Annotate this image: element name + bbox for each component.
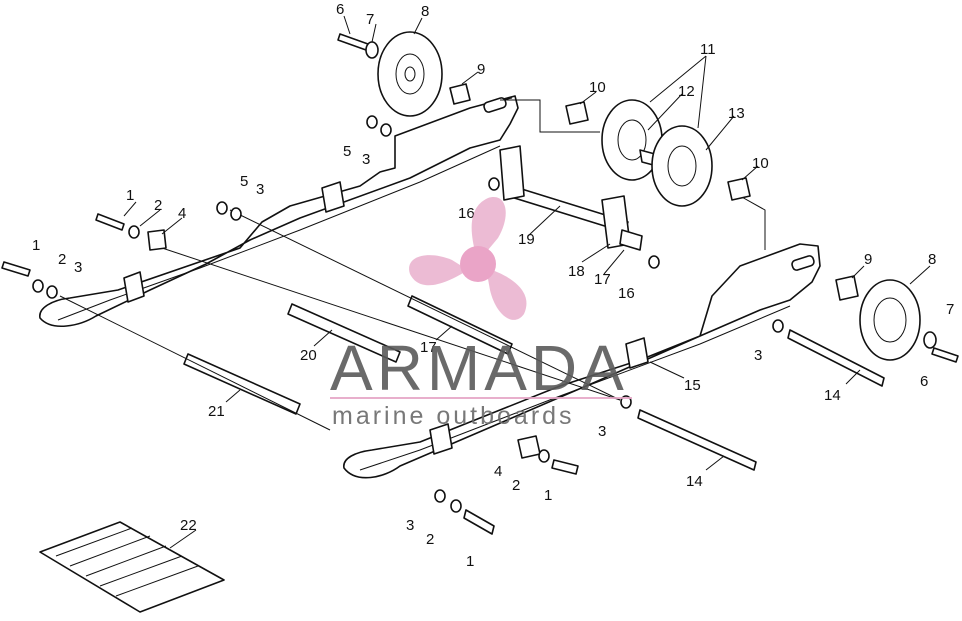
callout-3-e: 3	[598, 423, 606, 440]
callout-20: 20	[300, 347, 317, 364]
watermark-brand: ARMADA	[330, 332, 628, 404]
callout-16-b: 16	[618, 285, 635, 302]
propeller-logo-icon	[409, 197, 527, 320]
callout-labels: 6 7 8 9 10 11 12 13 10 5 3 5 3 1 2 4 16 …	[32, 1, 954, 570]
callout-10: 10	[589, 79, 606, 96]
callout-18: 18	[568, 263, 585, 280]
idler-wheel-rear	[859, 279, 921, 361]
callout-11: 11	[700, 41, 716, 58]
center-wheel-right	[651, 125, 713, 207]
callout-1: 1	[126, 187, 134, 204]
leader-lines	[123, 15, 931, 549]
callout-2-c: 2	[512, 477, 520, 494]
callout-8: 8	[421, 3, 429, 20]
callout-8-b: 8	[928, 251, 936, 268]
callout-22: 22	[180, 517, 197, 534]
callout-9: 9	[477, 61, 485, 78]
callout-2: 2	[154, 197, 162, 214]
callout-17: 17	[594, 271, 611, 288]
parts-line-art	[1, 31, 959, 613]
watermark-tagline: marine outboards	[332, 402, 575, 430]
callout-6-b: 6	[920, 373, 928, 390]
long-bolt-upper	[787, 329, 885, 387]
cross-shaft-17	[407, 295, 513, 355]
callout-5-b: 5	[240, 173, 248, 190]
right-rail	[343, 243, 821, 479]
callout-5: 5	[343, 143, 351, 160]
left-rail	[39, 95, 519, 328]
callout-3-b: 3	[256, 181, 264, 198]
callout-17-b: 17	[420, 339, 437, 356]
callout-19: 19	[518, 231, 535, 248]
callout-14-b: 14	[686, 473, 703, 490]
callout-21: 21	[208, 403, 225, 420]
callout-6: 6	[336, 1, 344, 18]
callout-3-f: 3	[406, 517, 414, 534]
callout-7-b: 7	[946, 301, 954, 318]
callout-13: 13	[728, 105, 745, 122]
cross-shaft-21	[183, 353, 301, 415]
callout-1-d: 1	[466, 553, 474, 570]
long-bolt-lower	[637, 409, 757, 471]
callout-16: 16	[458, 205, 475, 222]
callout-4: 4	[178, 205, 186, 222]
callout-9-b: 9	[864, 251, 872, 268]
callout-3-d: 3	[754, 347, 762, 364]
cross-shaft-20	[287, 303, 401, 363]
callout-2-b: 2	[58, 251, 66, 268]
armada-watermark: ARMADA marine outboards	[330, 197, 632, 430]
idler-wheel-top	[377, 31, 443, 117]
callout-1-b: 1	[32, 237, 40, 254]
callout-15: 15	[684, 377, 701, 394]
callout-3-c: 3	[74, 259, 82, 276]
callout-4-b: 4	[494, 463, 502, 480]
callout-1-c: 1	[544, 487, 552, 504]
callout-2-d: 2	[426, 531, 434, 548]
callout-7: 7	[366, 11, 374, 28]
callout-12: 12	[678, 83, 695, 100]
callout-3: 3	[362, 151, 370, 168]
callout-10-b: 10	[752, 155, 769, 172]
callout-14: 14	[824, 387, 841, 404]
